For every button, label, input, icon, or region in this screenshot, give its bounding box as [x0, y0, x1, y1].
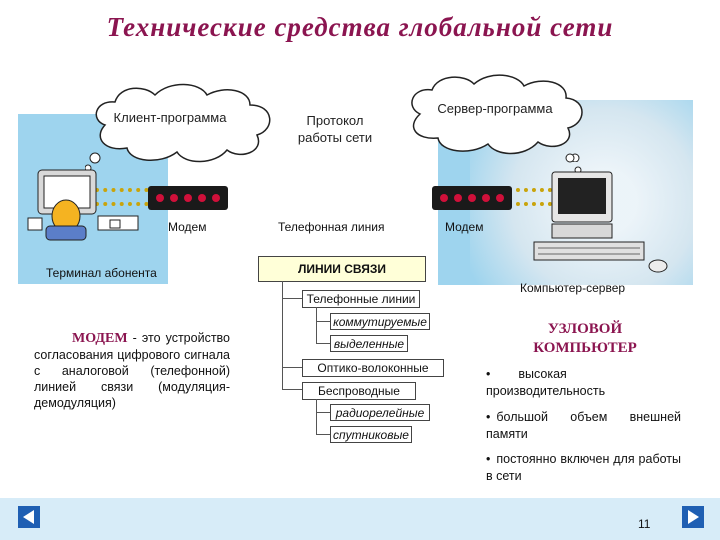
tree-radio-relay: радиорелейные	[330, 404, 430, 421]
tree-fiber-label: Оптико-волоконные	[317, 361, 429, 375]
node-bullet-3: •постоянно включен для работы в сети	[486, 452, 681, 483]
tree-branch-fiber	[282, 367, 302, 368]
server-link	[500, 188, 560, 206]
tree-sub-dedicated	[316, 343, 330, 344]
cloud-client-text: Клиент-программа	[113, 110, 227, 125]
client-link	[95, 188, 165, 206]
node-bullet-2: •большой объем внешней памяти	[486, 410, 681, 441]
modem-left-label: Модем	[168, 220, 207, 234]
tree-phone-lines: Телефонные линии	[302, 290, 420, 308]
tree-switched: коммутируемые	[330, 313, 430, 330]
tree-sub-wireless	[316, 399, 317, 435]
prev-slide-button[interactable]	[18, 506, 40, 528]
cloud-server-text: Сервер-программа	[437, 101, 553, 116]
tree-trunk	[282, 281, 283, 389]
modem-term: МОДЕМ	[72, 331, 128, 346]
tree-wireless-label: Беспроводные	[318, 384, 400, 398]
tree-branch-phone	[282, 298, 302, 299]
tree-branch-wireless	[282, 389, 302, 390]
tree-satellite-label: спутниковые	[333, 428, 409, 442]
node-bullet-2-text: большой объем внешней памяти	[486, 410, 681, 441]
protocol-text: Протокол работы сети	[297, 113, 373, 145]
modem-definition-text: - это устройство согласования цифрового …	[34, 331, 230, 410]
arrow-right-icon	[688, 510, 699, 524]
footer-bar	[0, 498, 720, 540]
node-bullet-1: •высокая производительность	[486, 367, 606, 398]
node-bullet-1-text: высокая производительность	[486, 367, 606, 398]
tree-sub-satellite	[316, 434, 330, 435]
user-computer-icon	[27, 169, 139, 241]
page-title: Технические средства глобальной сети	[106, 12, 614, 42]
tree-dedicated: выделенные	[330, 335, 408, 352]
node-computer-title: УЗЛОВОЙ КОМПЬЮТЕР	[533, 321, 637, 356]
modem-right-icon	[432, 186, 512, 210]
tree-radio-relay-label: радиорелейные	[335, 406, 425, 420]
server-computer-label: Компьютер-сервер	[520, 281, 626, 295]
server-computer-icon	[533, 171, 668, 273]
modem-right-label: Модем	[445, 220, 484, 234]
tree-switched-label: коммутируемые	[333, 315, 427, 329]
tree-root: ЛИНИИ СВЯЗИ	[258, 256, 426, 282]
cloud-client	[85, 83, 271, 170]
node-bullet-3-text: постоянно включен для работы в сети	[486, 452, 681, 483]
cloud-server	[411, 74, 583, 162]
tree-phone-lines-label: Телефонные линии	[306, 292, 416, 306]
tree-satellite: спутниковые	[330, 426, 412, 443]
tree-fiber: Оптико-волоконные	[302, 359, 444, 377]
phone-line-label: Телефонная линия	[278, 220, 385, 234]
tree-root-label: ЛИНИИ СВЯЗИ	[297, 262, 387, 276]
modem-left-icon	[148, 186, 228, 210]
arrow-left-icon	[23, 510, 34, 524]
modem-definition: МОДЕМ - это устройство согласования цифр…	[34, 330, 230, 411]
tree-sub-switched	[316, 321, 330, 322]
next-slide-button[interactable]	[682, 506, 704, 528]
tree-sub-radio	[316, 412, 330, 413]
tree-sub-phone	[316, 307, 317, 343]
tree-dedicated-label: выделенные	[333, 337, 405, 351]
tree-wireless: Беспроводные	[302, 382, 416, 400]
terminal-label: Терминал абонента	[46, 266, 157, 280]
page-number: 11	[638, 517, 651, 531]
